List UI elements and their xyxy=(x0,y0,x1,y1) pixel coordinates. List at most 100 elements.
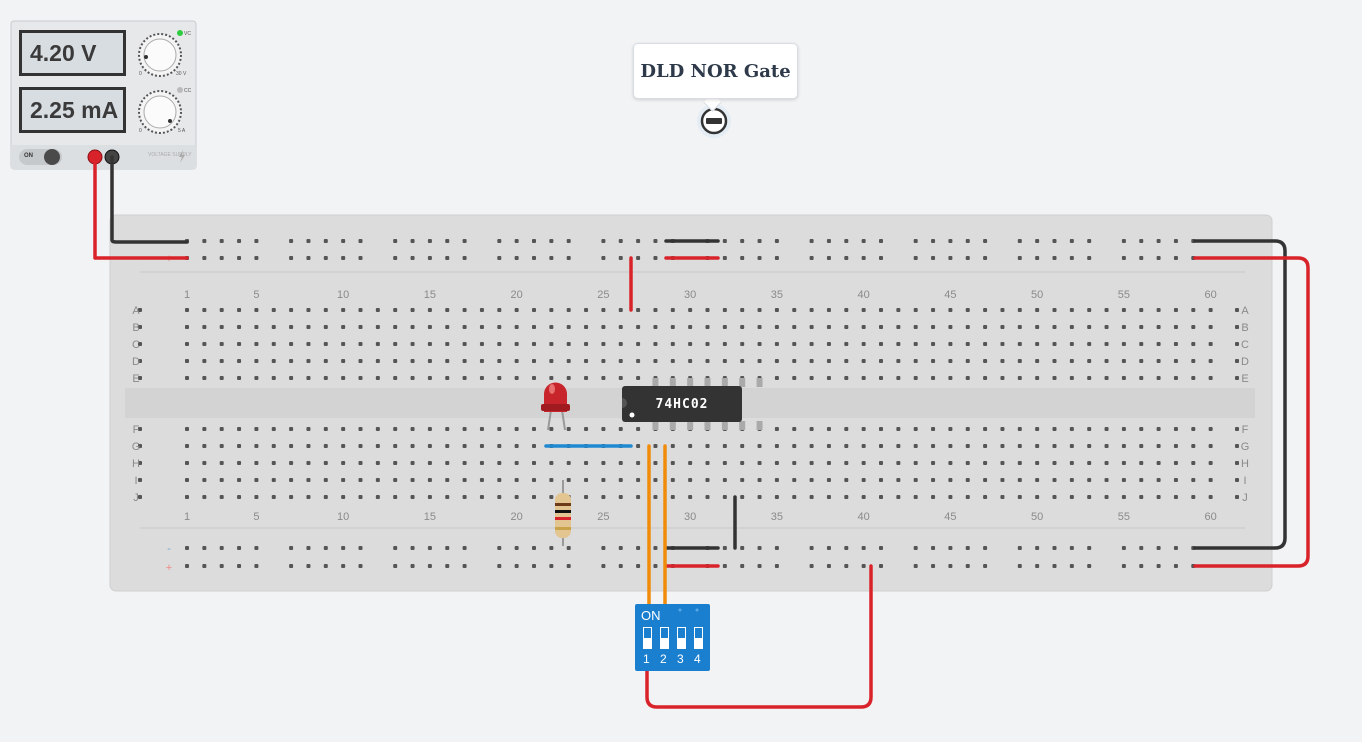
hole-i22[interactable] xyxy=(549,478,554,482)
hole-j47[interactable] xyxy=(983,495,988,499)
rail-hole-1-46[interactable] xyxy=(965,256,970,260)
hole-c53[interactable] xyxy=(1087,342,1092,346)
hole-i31[interactable] xyxy=(705,478,710,482)
hole-e25[interactable] xyxy=(601,376,606,380)
hole-a30[interactable] xyxy=(688,308,693,312)
rail-hole-3-5[interactable] xyxy=(254,564,259,568)
hole-c48[interactable] xyxy=(1000,342,1005,346)
hole-d13[interactable] xyxy=(393,359,398,363)
rail-hole-2-58[interactable] xyxy=(1173,546,1178,550)
rail-hole-1-3[interactable] xyxy=(219,256,224,260)
hole-c23[interactable] xyxy=(566,342,571,346)
hole-d23[interactable] xyxy=(566,359,571,363)
hole-g33[interactable] xyxy=(740,444,745,448)
rail-hole-2-4[interactable] xyxy=(237,546,242,550)
hole-h59[interactable] xyxy=(1191,461,1196,465)
hole-b32[interactable] xyxy=(722,325,727,329)
rail-hole-3-51[interactable] xyxy=(1052,564,1057,568)
hole-a1[interactable] xyxy=(185,308,189,312)
hole-i33[interactable] xyxy=(740,478,745,482)
rail-hole-0-10[interactable] xyxy=(341,239,346,243)
hole-e22[interactable] xyxy=(549,376,554,380)
rail-hole-2-13[interactable] xyxy=(393,546,398,550)
rail-hole-1-38[interactable] xyxy=(826,256,831,260)
hole-d20[interactable] xyxy=(514,359,519,363)
dip-switch[interactable] xyxy=(635,604,710,671)
hole-b53[interactable] xyxy=(1087,325,1092,329)
hole-g10[interactable] xyxy=(341,444,346,448)
hole-d58[interactable] xyxy=(1173,359,1178,363)
hole-i43[interactable] xyxy=(913,478,918,482)
hole-d17[interactable] xyxy=(462,359,467,363)
hole-i32[interactable] xyxy=(722,478,727,482)
rail-hole-2-33[interactable] xyxy=(740,546,745,550)
hole-j19[interactable] xyxy=(497,495,502,499)
hole-h22[interactable] xyxy=(549,461,554,465)
hole-a10[interactable] xyxy=(341,308,346,312)
hole-i52[interactable] xyxy=(1069,478,1074,482)
hole-j15[interactable] xyxy=(427,495,432,499)
hole-g59[interactable] xyxy=(1191,444,1196,448)
hole-h53[interactable] xyxy=(1087,461,1092,465)
hole-i4[interactable] xyxy=(237,478,242,482)
hole-b11[interactable] xyxy=(358,325,363,329)
hole-g41[interactable] xyxy=(879,444,883,448)
hole-d34[interactable] xyxy=(757,359,762,363)
rail-hole-2-44[interactable] xyxy=(931,546,936,550)
hole-a24[interactable] xyxy=(584,308,589,312)
hole-c16[interactable] xyxy=(445,342,450,346)
hole-c6[interactable] xyxy=(271,342,276,346)
hole-i37[interactable] xyxy=(809,478,814,482)
rail-hole-3-49[interactable] xyxy=(1017,564,1022,568)
hole-a4[interactable] xyxy=(237,308,242,312)
hole-e36[interactable] xyxy=(792,376,797,380)
hole-h-end[interactable] xyxy=(1235,461,1239,465)
hole-e35[interactable] xyxy=(774,376,779,380)
hole-d4[interactable] xyxy=(237,359,242,363)
rail-hole-1-41[interactable] xyxy=(879,256,883,260)
hole-c52[interactable] xyxy=(1069,342,1074,346)
hole-d48[interactable] xyxy=(1000,359,1005,363)
hole-b2[interactable] xyxy=(202,325,207,329)
annotation-pin[interactable] xyxy=(697,104,731,138)
hole-j60[interactable] xyxy=(1208,495,1213,499)
hole-b23[interactable] xyxy=(566,325,571,329)
hole-b52[interactable] xyxy=(1069,325,1074,329)
hole-h48[interactable] xyxy=(1000,461,1005,465)
hole-g20[interactable] xyxy=(514,444,519,448)
rail-hole-1-53[interactable] xyxy=(1087,256,1092,260)
hole-e14[interactable] xyxy=(410,376,415,380)
hole-i59[interactable] xyxy=(1191,478,1196,482)
hole-j32[interactable] xyxy=(722,495,727,499)
hole-b58[interactable] xyxy=(1173,325,1178,329)
hole-f18[interactable] xyxy=(479,427,484,431)
rail-hole-3-53[interactable] xyxy=(1087,564,1092,568)
rail-hole-3-11[interactable] xyxy=(358,564,363,568)
hole-j53[interactable] xyxy=(1087,495,1092,499)
hole-h25[interactable] xyxy=(601,461,606,465)
hole-c10[interactable] xyxy=(341,342,346,346)
hole-e21[interactable] xyxy=(532,376,536,380)
rail-hole-3-27[interactable] xyxy=(636,564,641,568)
hole-j20[interactable] xyxy=(514,495,519,499)
rail-hole-0-46[interactable] xyxy=(965,239,970,243)
hole-f5[interactable] xyxy=(254,427,259,431)
rail-hole-3-20[interactable] xyxy=(514,564,519,568)
hole-h-start[interactable] xyxy=(138,461,142,465)
hole-b46[interactable] xyxy=(965,325,970,329)
rail-hole-2-56[interactable] xyxy=(1139,546,1144,550)
hole-a3[interactable] xyxy=(219,308,224,312)
hole-a9[interactable] xyxy=(323,308,328,312)
hole-g28[interactable] xyxy=(653,444,658,448)
hole-e1[interactable] xyxy=(185,376,189,380)
power-toggle[interactable] xyxy=(19,149,62,165)
rail-hole-0-20[interactable] xyxy=(514,239,519,243)
rail-hole-1-25[interactable] xyxy=(601,256,606,260)
hole-d16[interactable] xyxy=(445,359,450,363)
hole-h49[interactable] xyxy=(1017,461,1022,465)
hole-d35[interactable] xyxy=(774,359,779,363)
nor-gate-ic[interactable] xyxy=(622,378,763,430)
hole-h27[interactable] xyxy=(636,461,641,465)
rail-hole-1-13[interactable] xyxy=(393,256,398,260)
hole-d30[interactable] xyxy=(688,359,693,363)
